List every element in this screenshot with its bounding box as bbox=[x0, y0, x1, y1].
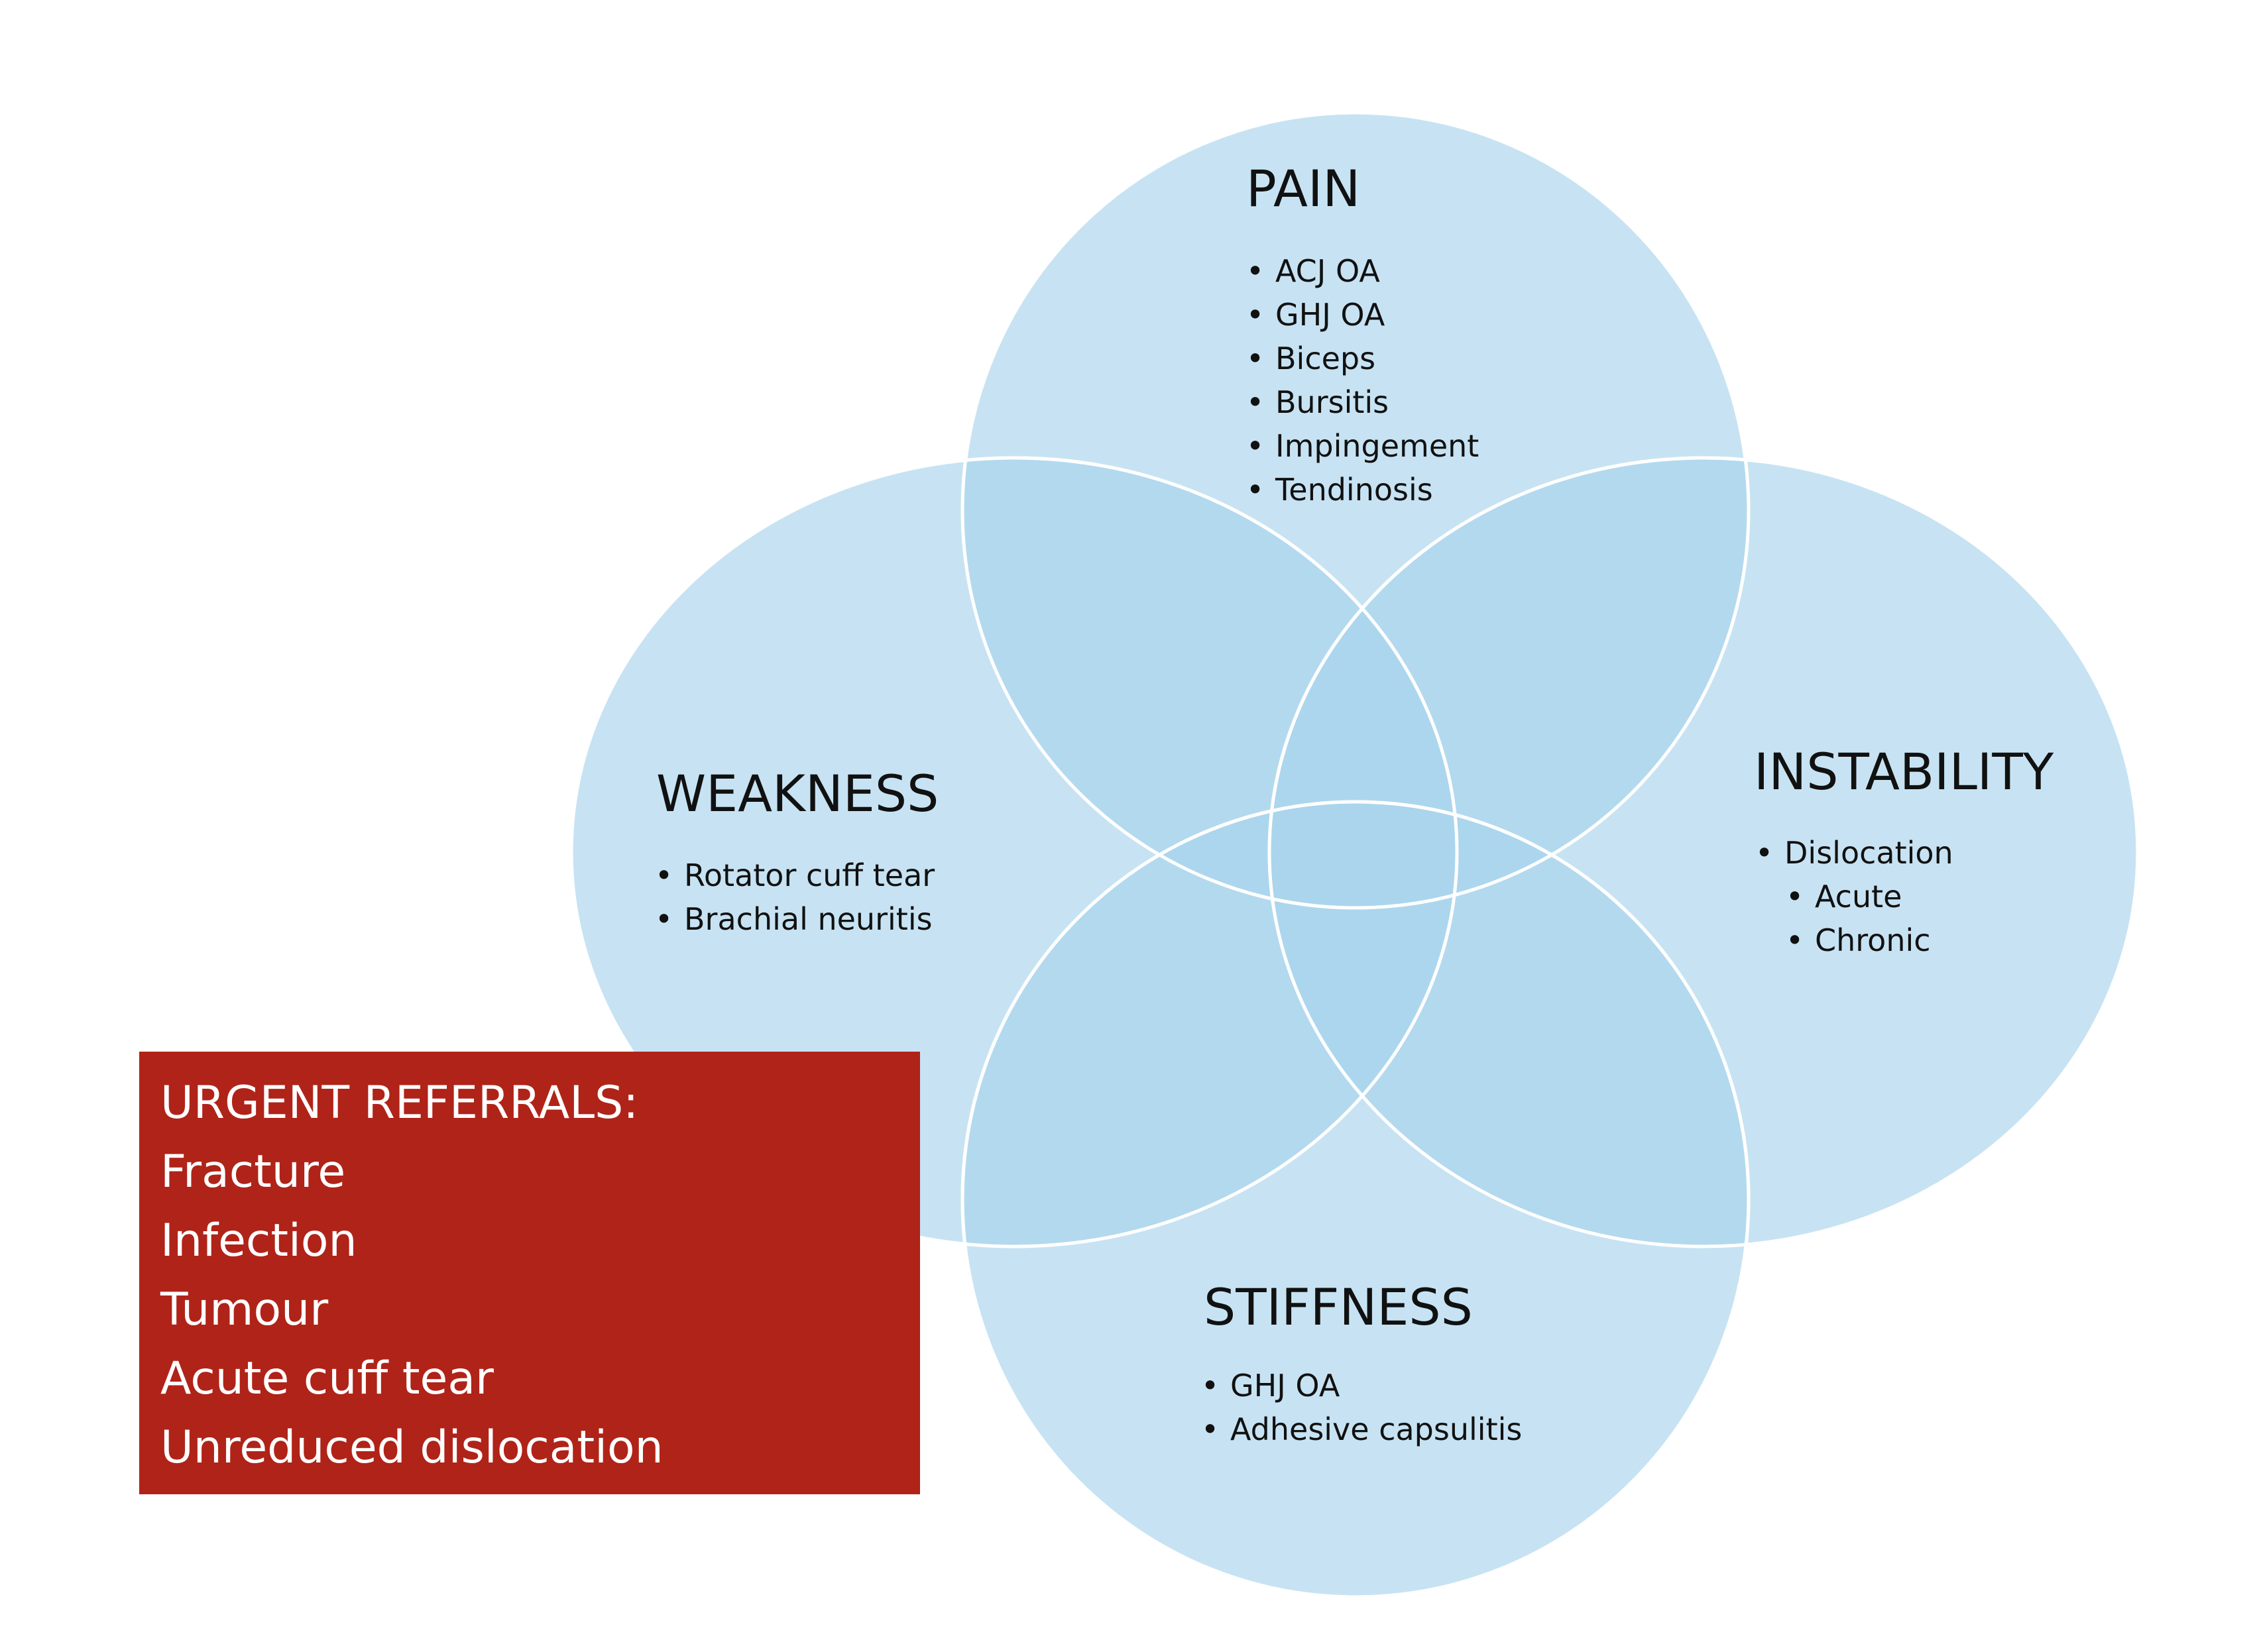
stiffness-item: GHJ OA bbox=[1201, 1364, 1522, 1407]
stiffness-heading: STIFFNESS bbox=[1204, 1278, 1473, 1337]
weakness-list: Rotator cuff tear Brachial neuritis bbox=[655, 854, 935, 941]
weakness-outline bbox=[569, 456, 1459, 1248]
instability-item: Dislocation bbox=[1755, 831, 1953, 875]
pain-item: Biceps bbox=[1246, 337, 1479, 380]
weakness-item: Rotator cuff tear bbox=[655, 854, 935, 897]
pain-list: ACJ OA GHJ OA Biceps Bursitis Impingemen… bbox=[1246, 249, 1479, 512]
urgent-referral-item: Fracture bbox=[160, 1146, 346, 1198]
stiffness-outline bbox=[960, 800, 1751, 1599]
weakness-item: Brachial neuritis bbox=[655, 897, 935, 941]
urgent-referral-item: Unreduced dislocation bbox=[160, 1421, 664, 1474]
instability-outline bbox=[1267, 456, 2140, 1248]
urgent-referrals-title: URGENT REFERRALS: bbox=[160, 1077, 639, 1129]
pain-item: Impingement bbox=[1246, 424, 1479, 468]
instability-subitem: Chronic bbox=[1786, 918, 1953, 962]
pain-outline bbox=[960, 111, 1751, 910]
urgent-referrals-box: URGENT REFERRALS: Fracture Infection Tum… bbox=[139, 1052, 920, 1494]
pain-item: ACJ OA bbox=[1246, 249, 1479, 293]
urgent-referral-item: Tumour bbox=[160, 1284, 329, 1336]
stiffness-list: GHJ OA Adhesive capsulitis bbox=[1201, 1364, 1522, 1451]
instability-heading: INSTABILITY bbox=[1754, 742, 2054, 801]
instability-subitem: Acute bbox=[1786, 875, 1953, 918]
stiffness-circle bbox=[960, 800, 1751, 1599]
urgent-referral-item: Acute cuff tear bbox=[160, 1352, 494, 1405]
instability-list: Dislocation Acute Chronic bbox=[1755, 831, 1953, 962]
weakness-heading: WEAKNESS bbox=[656, 764, 939, 823]
pain-item: Bursitis bbox=[1246, 380, 1479, 424]
pain-item: GHJ OA bbox=[1246, 293, 1479, 337]
stiffness-item: Adhesive capsulitis bbox=[1201, 1407, 1522, 1451]
pain-heading: PAIN bbox=[1246, 159, 1361, 218]
pain-item: Tendinosis bbox=[1246, 468, 1479, 512]
urgent-referral-item: Infection bbox=[160, 1215, 357, 1267]
